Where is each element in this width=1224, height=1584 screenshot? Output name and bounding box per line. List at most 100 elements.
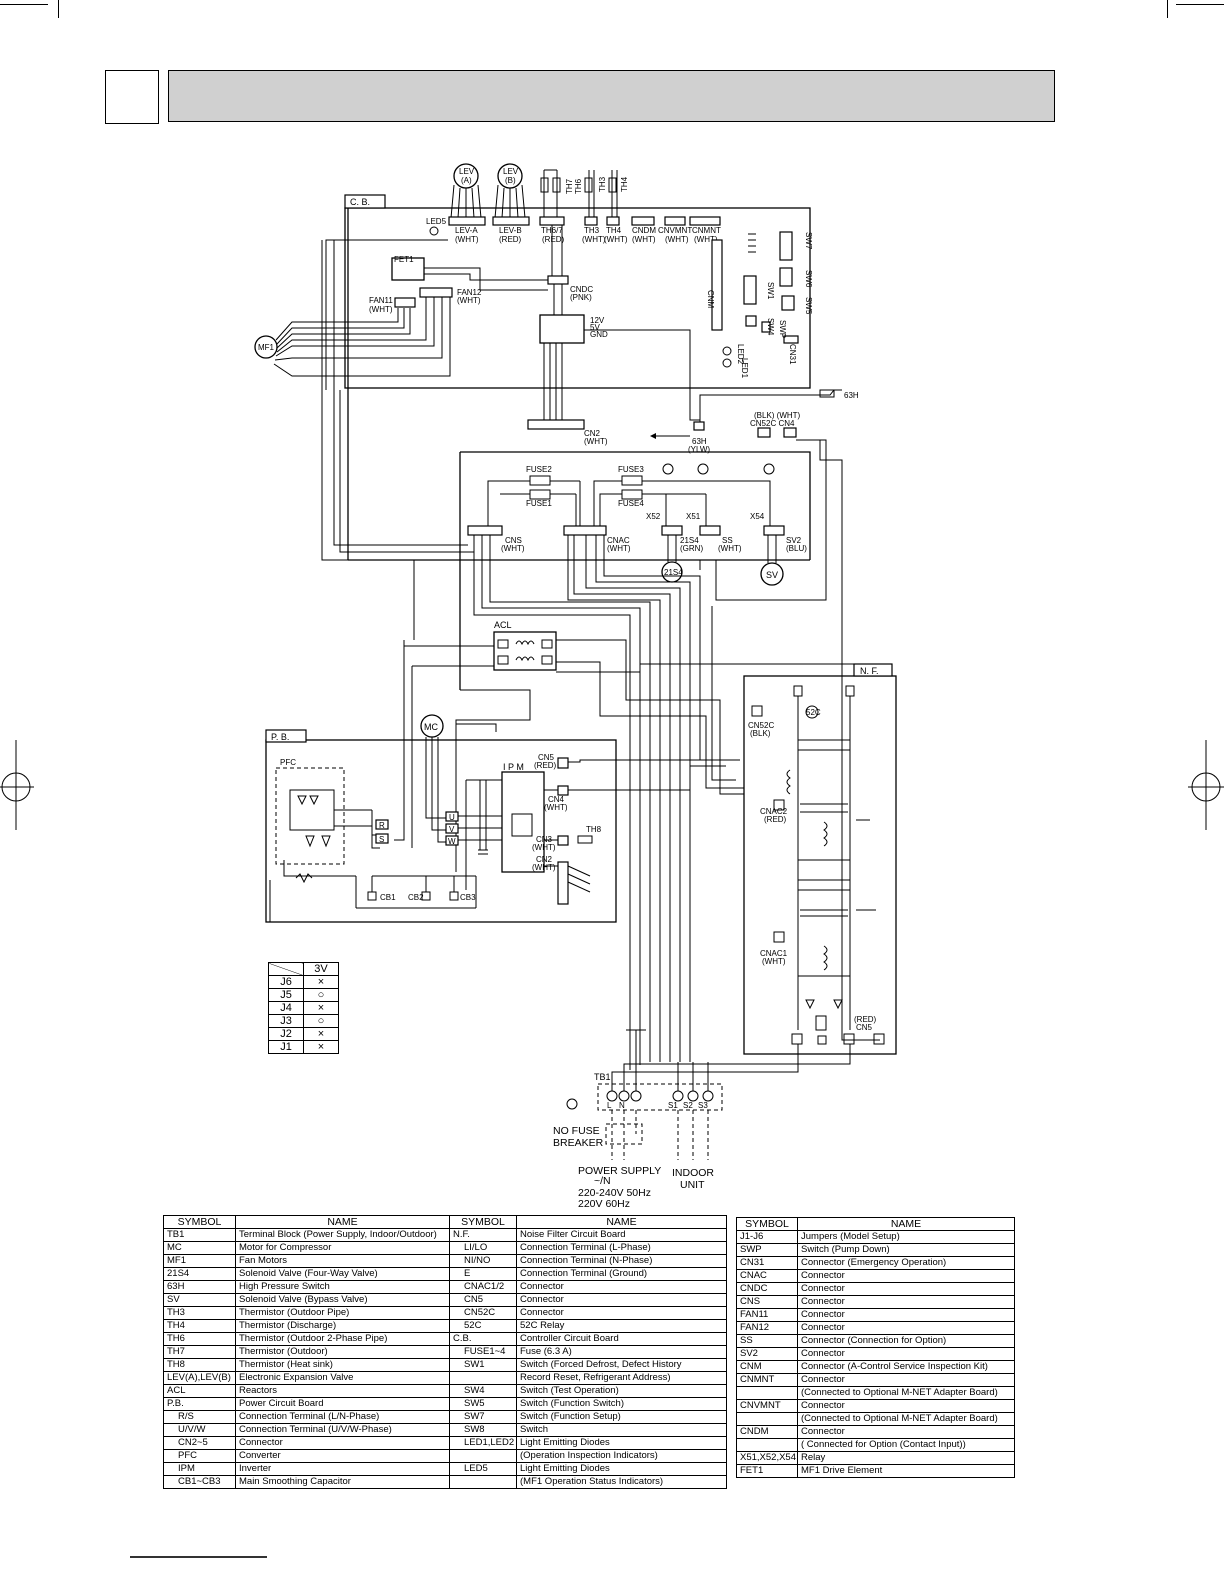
v-label: V (449, 825, 455, 834)
legend-name-header: NAME (235, 1215, 450, 1229)
svg-text:(A): (A) (461, 176, 472, 185)
cn2-label: CN2(WHT) (584, 429, 608, 446)
jumper-row: J3○ (268, 1014, 339, 1028)
legend-name: Record Reset, Refrigerant Address) (516, 1371, 727, 1385)
svg-text:(B): (B) (505, 176, 516, 185)
legend-symbol: TB1 (163, 1228, 236, 1242)
fet1-box (391, 257, 425, 281)
jumper-row: J2× (268, 1027, 339, 1041)
cb3-label: CB3 (460, 893, 476, 902)
legend-symbol (736, 1438, 798, 1452)
cndc-connector (547, 275, 569, 285)
cn31-label: CN31 (788, 344, 797, 365)
th67-connector-label: TH6/7(RED) (541, 226, 565, 244)
legend-symbol: CN5 (449, 1293, 517, 1307)
h63-connector (693, 421, 705, 431)
power-regulator (539, 314, 585, 344)
legend-name: Light Emitting Diodes (516, 1436, 727, 1450)
pfc-block (275, 767, 345, 865)
legend-symbol (736, 1412, 798, 1426)
legend-name: (Connected to Optional M-NET Adapter Boa… (797, 1412, 1015, 1426)
legend-name: Connection Terminal (Ground) (516, 1267, 727, 1281)
legend-name: Connector (Emergency Operation) (797, 1256, 1015, 1270)
th7-label: TH7 (565, 178, 574, 194)
tb1-terminals (566, 1029, 851, 1110)
legend-name: Switch (Function Setup) (516, 1410, 727, 1424)
jumper-row: J4× (268, 1001, 339, 1015)
fuse2-label: FUSE2 (526, 465, 552, 474)
legend-name: Switch (Forced Defrost, Defect History (516, 1358, 727, 1372)
thermistor-th4: TH4 (608, 170, 629, 218)
legend-header-row: SYMBOL NAME (163, 1215, 450, 1229)
tb1-block (597, 1083, 723, 1111)
legend-name: Connector (A-Control Service Inspection … (797, 1360, 1015, 1374)
jumper-row: J1× (268, 1040, 339, 1054)
legend-symbol: LED5 (449, 1462, 517, 1476)
outer-wires (269, 240, 617, 922)
acl-reactor (493, 631, 557, 671)
crop-mark-top-right-v (1167, 0, 1168, 18)
legend-name: Switch (Test Operation) (516, 1384, 727, 1398)
nf-circuit (751, 685, 885, 1045)
led2-label: LED2 (736, 344, 745, 365)
led5-label: LED5 (426, 217, 447, 226)
legend-symbol: TH6 (163, 1332, 236, 1346)
legend-name: 52C Relay (516, 1319, 727, 1333)
led1-label: LED1 (740, 358, 749, 379)
legend-name: Connector (516, 1306, 727, 1320)
legend-symbol (449, 1371, 517, 1385)
fuse-section (487, 463, 775, 526)
acl-label: ACL (494, 620, 512, 630)
legend-symbol: R/S (163, 1410, 236, 1424)
ss-connector (699, 525, 721, 536)
lev-b-connector-label: LEV-B(RED) (499, 226, 522, 244)
legend-name: Switch (Pump Down) (797, 1243, 1015, 1257)
ipm-module (501, 771, 545, 873)
dip-switches (711, 231, 799, 368)
compressor-wires (425, 723, 497, 843)
jumper-table: 3V J6× J5○ J4× J3○ J2× J1× (268, 962, 339, 1054)
cn3-pb-label: CN3(WHT) (532, 835, 556, 852)
legend-symbol: TH4 (163, 1319, 236, 1333)
legend-symbol: 52C (449, 1319, 517, 1333)
legend-name: Connection Terminal (U/V/W-Phase) (235, 1423, 450, 1437)
mf1-motor (254, 335, 278, 359)
th4-label: TH4 (620, 176, 629, 192)
legend-symbol: TH7 (163, 1345, 236, 1359)
cn2-pb-label: CN2(WHT) (532, 855, 556, 872)
pfc-circuit (283, 789, 380, 884)
legend-name: High Pressure Switch (235, 1280, 450, 1294)
legend-name: Power Circuit Board (235, 1397, 450, 1411)
cn5-nf-label: (RED)CN5 (854, 1015, 877, 1032)
main-wiring (333, 240, 880, 1070)
sw7-label: SW7 (804, 232, 813, 250)
cnm-label: CNM (706, 290, 715, 309)
legend-name: Light Emitting Diodes (516, 1462, 727, 1476)
legend-symbol: CNDM (736, 1425, 798, 1439)
sv2-label: SV2(BLU) (786, 536, 807, 553)
legend-symbol: N.F. (449, 1228, 517, 1242)
legend-name: Connector (797, 1282, 1015, 1296)
legend-name: Thermistor (Heat sink) (235, 1358, 450, 1372)
h63-label: 63H (844, 391, 859, 400)
legend-symbol: SV (163, 1293, 236, 1307)
mc-label: MC (424, 722, 438, 732)
